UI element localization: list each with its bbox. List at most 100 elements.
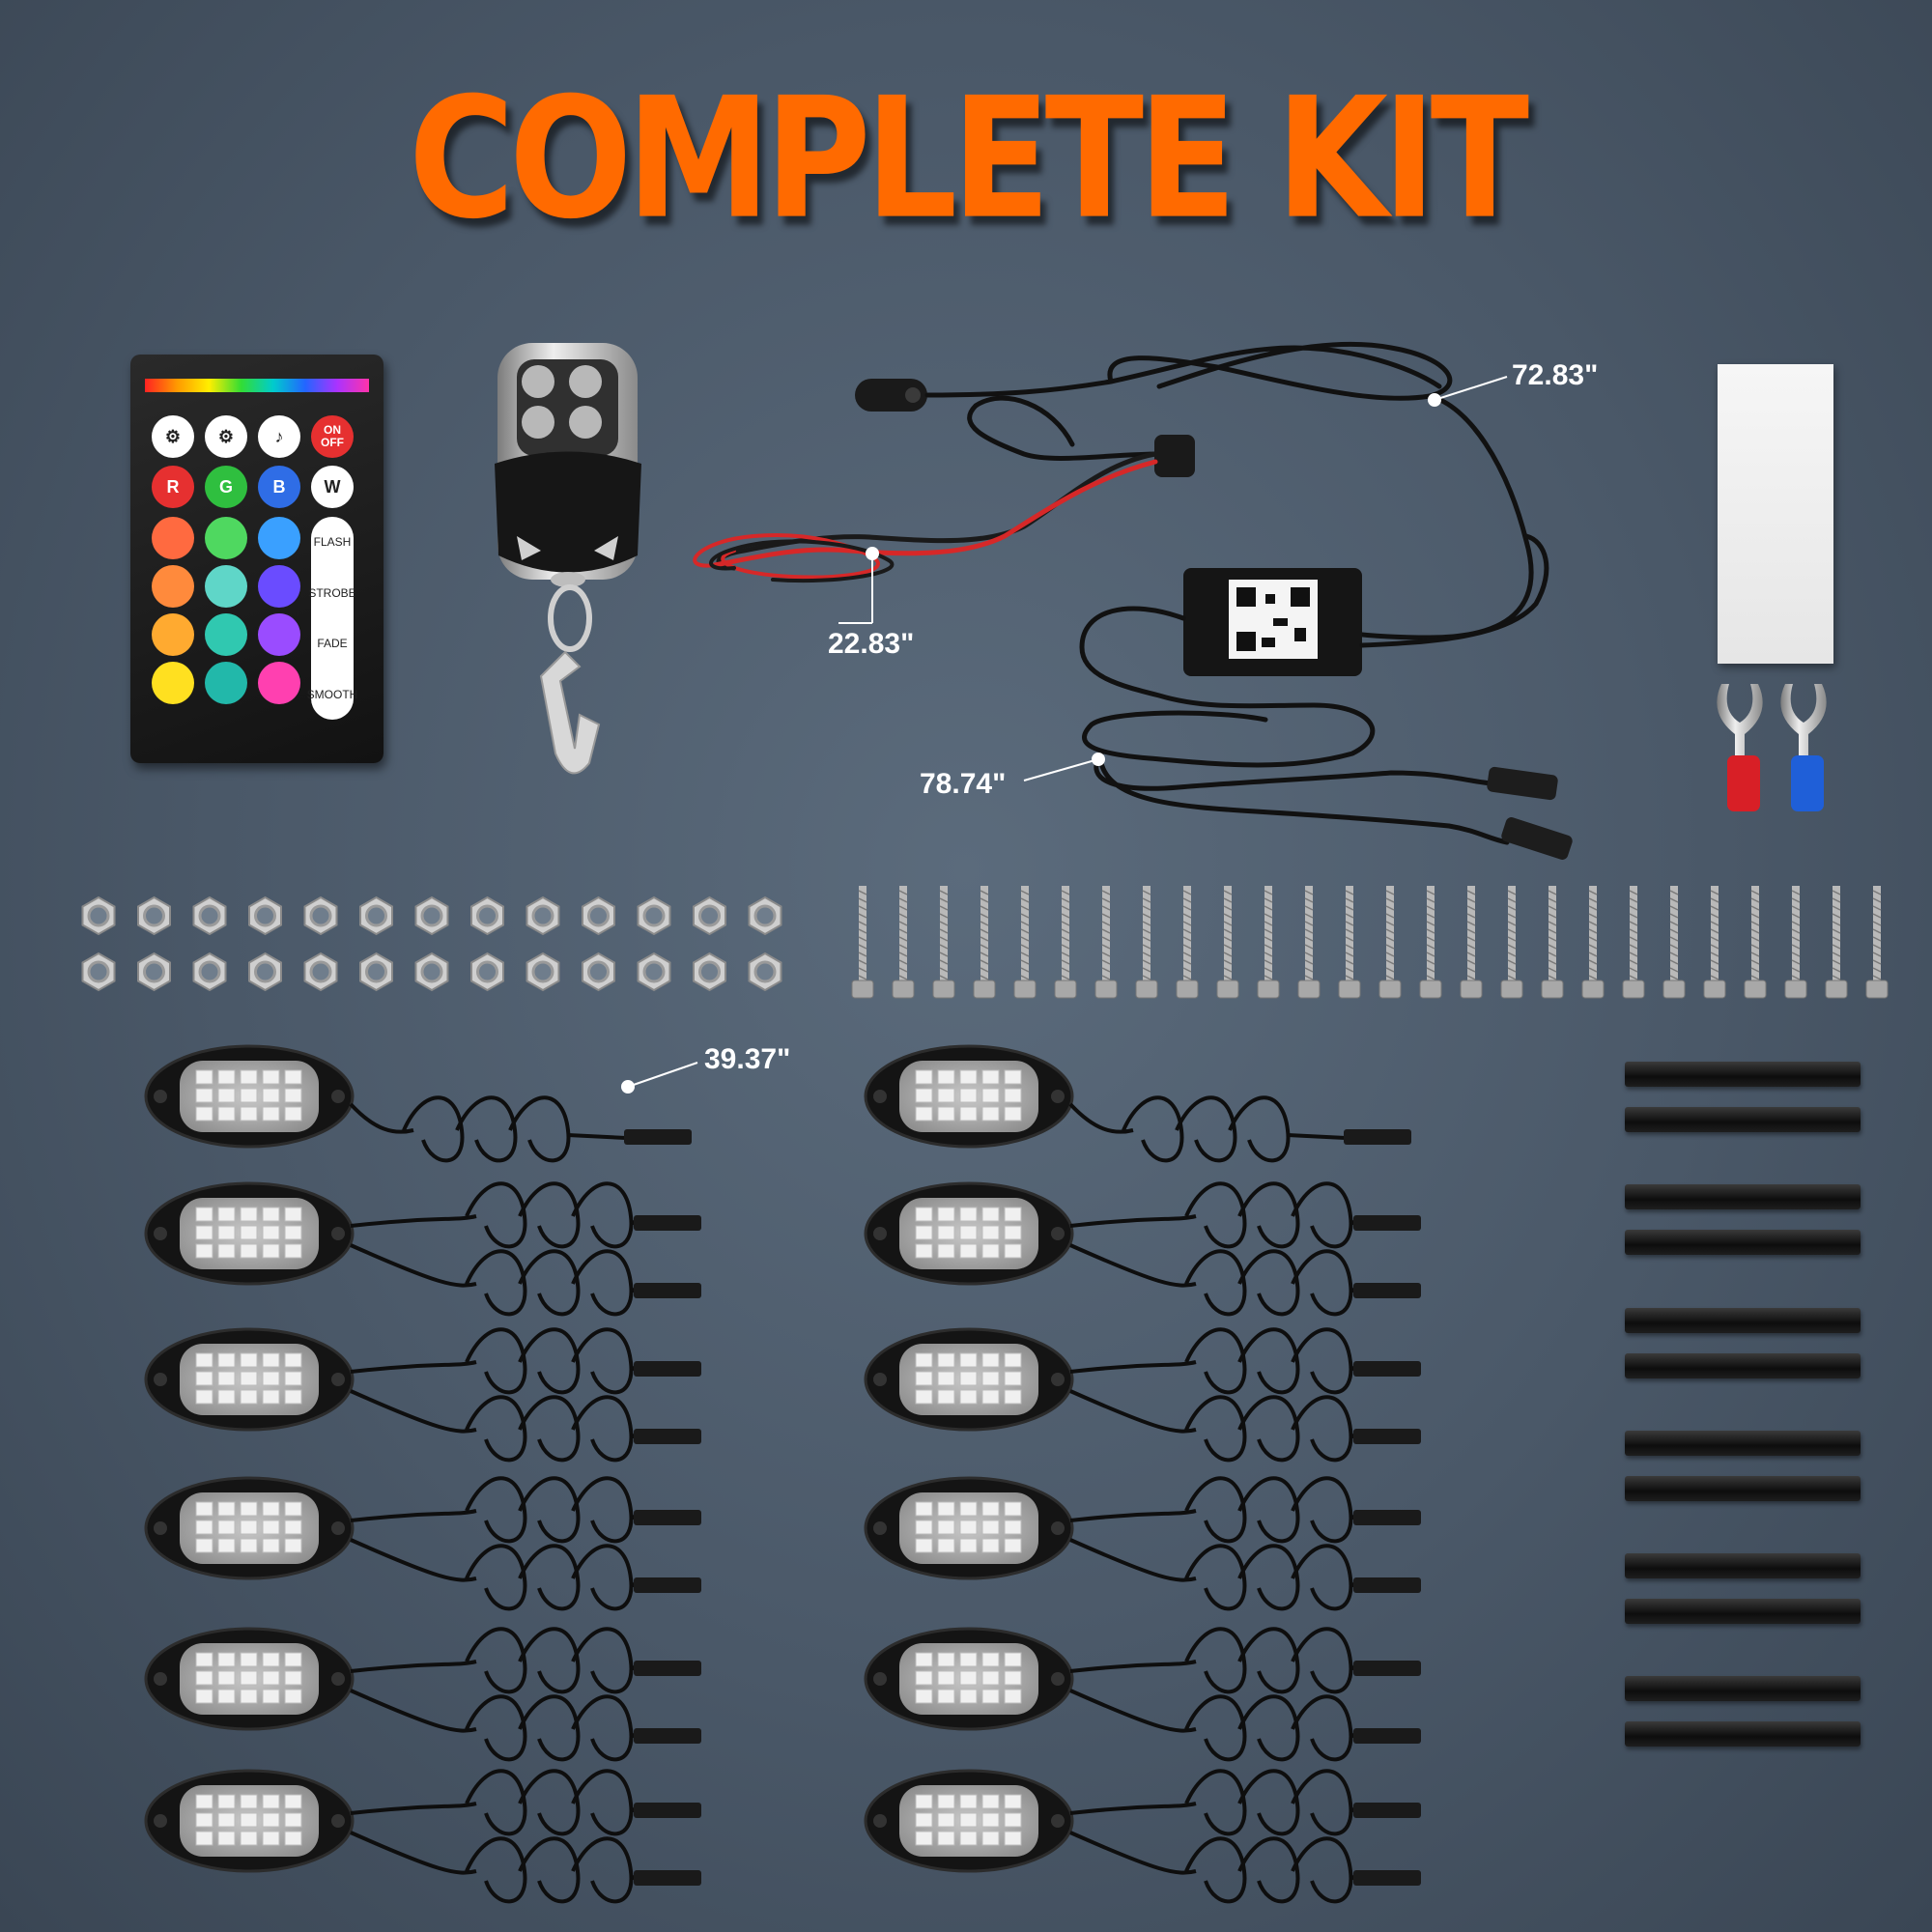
rgb-remote-control: ⚙ ⚙ ♪ ON OFF R G B W FLASH STROBE FADE S… [130,355,384,763]
rock-light-pod [144,1044,692,1163]
power-key-label: ON OFF [321,423,344,449]
bolt [1297,886,1321,999]
pod-cable [350,1181,701,1249]
rock-light-pod [144,1181,701,1317]
pod-cable [350,1538,701,1611]
bolt [1135,886,1158,999]
rock-light-pod [864,1476,1421,1611]
fork-terminals [1717,684,1827,811]
hex-nut [359,952,393,992]
dimension-pointers [621,376,1508,1094]
pod-cable [350,1243,701,1317]
pod-cable [1069,1389,1421,1463]
color-spectrum-strip [145,379,369,392]
mode-keys: FLASH STROBE FADE SMOOTH [307,517,357,720]
white-key: W [311,466,354,508]
bolt [1865,886,1889,999]
bolt [1500,886,1523,999]
rock-light-pod [144,1327,701,1463]
pod-cable [350,1476,701,1544]
bolt [1703,886,1726,999]
power-key: ON OFF [311,415,354,458]
heat-shrink-tube [1625,1062,1861,1087]
pod-cable [350,1627,701,1694]
splitter-length-label: 78.74" [920,768,1007,800]
bolt [851,886,874,999]
bolt [1216,886,1239,999]
bolt [1338,886,1361,999]
hex-nut [693,895,726,936]
bolt [1662,886,1686,999]
rock-light-pod [864,1769,1421,1904]
hex-nut [359,895,393,936]
strobe-label: STROBE [308,585,356,600]
fade-label: FADE [317,637,348,651]
heat-shrink-tube [1625,1184,1861,1209]
hex-nut [693,952,726,992]
bolt [1460,886,1483,999]
flash-label: FLASH [313,535,352,550]
pod-cable [350,1327,701,1395]
rock-light-pod [144,1476,701,1611]
heat-shrink-tube [1625,1676,1861,1701]
heat-shrink-tube [1625,1721,1861,1747]
hex-nut [526,952,560,992]
hex-nut [81,952,116,992]
bolt [1541,886,1564,999]
adhesive-pad [1718,364,1833,664]
mounting-bolts [851,886,1889,999]
hex-nut [137,895,171,936]
bluetooth-control-harness [693,341,1573,860]
hex-nut [192,952,227,992]
keyfob-remote [495,343,641,775]
bolt [1054,886,1077,999]
blue-key: B [258,466,300,508]
heat-shrink-tube [1625,1431,1861,1456]
pod-cable [349,1095,692,1163]
pod-cable [1069,1243,1421,1317]
heat-shrink-tube [1625,1308,1861,1333]
bolt [1176,886,1199,999]
rock-light-pod [144,1769,701,1904]
hex-nut [526,895,560,936]
hex-nut [303,952,338,992]
bolt [1419,886,1442,999]
harness-length-label: 72.83" [1512,359,1599,391]
pod-cable [1069,1689,1421,1762]
heat-shrink-tube [1625,1353,1861,1378]
color-swatch-key [205,613,247,656]
gear-icon: ⚙ [205,415,247,458]
rock-light-pod [864,1044,1411,1163]
color-swatch-key [205,662,247,704]
color-swatch-key [205,565,247,608]
color-swatch-key [258,662,300,704]
music-note-icon: ♪ [258,415,300,458]
bolt [1094,886,1118,999]
hex-nut [748,895,782,936]
bolt [1581,886,1605,999]
hex-nut [582,952,615,992]
hex-nut [248,895,282,936]
color-swatch-key [152,613,194,656]
hex-nut [748,952,782,992]
bolt [1784,886,1807,999]
red-key: R [152,466,194,508]
hex-nuts [81,895,782,992]
pod-cable [350,1389,701,1463]
rock-light-pod [144,1627,701,1762]
bolt [973,886,996,999]
green-key: G [205,466,247,508]
hex-nut [637,895,671,936]
bolt [1013,886,1037,999]
pod-cable [1069,1831,1421,1904]
pod-cable [350,1689,701,1762]
bolt [1257,886,1280,999]
hex-nut [470,895,504,936]
color-swatch-key [152,517,194,559]
bolt [1378,886,1402,999]
hex-nut [637,952,671,992]
hex-nut [192,895,227,936]
color-swatch-key [205,517,247,559]
pod-cable-length-label: 39.37" [704,1043,791,1075]
